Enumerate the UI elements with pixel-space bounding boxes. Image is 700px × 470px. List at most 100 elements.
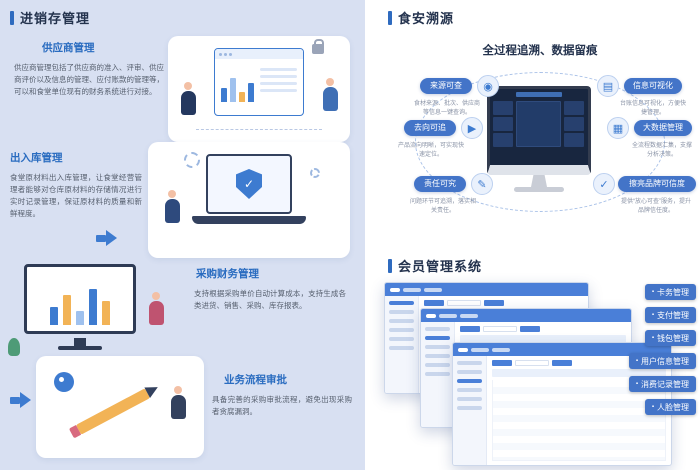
approval-illustration [36,356,204,458]
admin-window-header [385,283,588,296]
monitor-base [514,187,564,192]
trace-member-panel: 食安溯源 全过程追溯、数据留痕 来源可查 ◉ 食材来源、批次、供应商等信息一键查… [365,0,700,470]
admin-toolbar [492,360,666,366]
feature-payment-management: ▪ 支付管理 [644,307,696,323]
trace-pill-responsibility: 责任可究 [414,176,466,192]
page-title: 进销存管理 [20,11,91,26]
feature-label: 支付管理 [657,310,689,320]
feature-face-management: ▪ 人脸管理 [644,399,696,415]
flow-arrow-icon: ▶ [461,117,483,139]
trace-subtitle: 全过程追溯、数据留痕 [482,45,598,57]
admin-toolbar [424,300,583,306]
admin-toolbar [460,326,626,332]
supplier-illustration [168,36,350,142]
laptop-base [192,216,306,224]
table-rows [492,380,666,461]
arrow-right-icon [10,392,31,408]
laptop-screen [206,154,292,214]
feature-label: 钱包管理 [657,333,689,343]
person-figure [170,386,186,419]
lock-icon [312,39,324,54]
section-body-finance: 支持根据采购单价自动计算成本，支持生成各类进货、销售、采购、库存报表。 [194,289,346,310]
section-body-approval: 具备完善的采购审批流程，避免出现采购者贪腐漏洞。 [212,395,352,416]
monitor-chart [24,264,136,334]
check-badge-icon: ✓ [593,173,615,195]
title-bar-accent [388,10,392,25]
section-body-warehouse: 食堂原材料出入库管理，让食堂经营管理者能够对仓库原材料的存储情况进行实时记录管理… [10,173,142,218]
trace-desc-bigdata: 全流程数据汇集，支撑分析决策。 [631,143,692,158]
trace-title: 食安溯源 [388,8,454,27]
text-lines-decor [260,64,297,102]
person-figure [148,292,164,325]
section-heading-finance: 采购财务管理 [196,268,259,280]
dashboard-map-panel [516,101,561,147]
table-header [492,369,666,377]
section-heading-approval: 业务流程审批 [224,374,287,386]
trace-desc-destination: 产品流向明晰，可实现快速定位。 [398,143,465,158]
admin-sidebar [385,296,419,393]
security-shield-icon [236,169,262,199]
face-icon: ▪ [651,404,654,410]
feature-label: 卡务管理 [657,287,689,297]
source-search-icon: ◉ [477,75,499,97]
monitor-stand [531,175,547,187]
arrow-right-icon [96,230,117,246]
dashboard-monitor [487,86,591,175]
table-header [460,335,626,343]
window-controls [215,49,303,59]
warehouse-illustration [148,142,350,258]
feature-card-management: ▪ 卡务管理 [644,284,696,300]
monitor-base [58,346,102,350]
browser-window-illustration [214,48,304,116]
trace-desc-brand: 提供“放心可查”服务，提升品牌信任度。 [621,199,691,214]
trace-pill-destination: 去向可追 [404,120,456,136]
inventory-title: 进销存管理 [10,8,90,27]
inventory-panel: 进销存管理 供应商管理 供应商管理包括了供应商的准入、评审、供应商评价以及信息的… [0,0,365,470]
title-bar-accent [388,258,392,273]
member-title: 会员管理系统 [388,256,482,275]
palette-icon [54,372,74,392]
bar-chart-icon [221,64,254,102]
gear-icon [310,168,320,178]
person-figure [322,78,338,111]
wallet-icon: ▪ [651,335,654,341]
admin-sidebar [453,356,487,465]
pen-icon: ✎ [471,173,493,195]
feature-label: 用户信息管理 [641,356,689,366]
member-section-title: 会员管理系统 [398,259,483,274]
section-heading-supplier: 供应商管理 [42,42,95,54]
feature-consumption-records: ▪ 消费记录管理 [628,376,696,392]
feature-user-info-management: ▪ 用户信息管理 [628,353,696,369]
feature-label: 人脸管理 [657,402,689,412]
payment-icon: ▪ [651,312,654,318]
finance-illustration [6,256,188,364]
trace-pill-visualization: 信息可视化 [624,78,682,94]
trace-section-title: 食安溯源 [398,11,455,26]
feature-label: 消费记录管理 [641,379,689,389]
feature-wallet-management: ▪ 钱包管理 [644,330,696,346]
plant-decor [8,338,20,356]
section-heading-warehouse: 出入库管理 [10,152,63,164]
list-icon: ▤ [597,75,619,97]
person-figure [164,190,180,223]
pencil-icon [75,388,151,435]
gear-icon [184,152,200,168]
dashboard-title-strip [516,92,562,97]
trace-pill-source: 来源可查 [420,78,472,94]
card-icon: ▪ [651,289,654,295]
trace-desc-source: 食材来源、批次、供应商等信息一键查询。 [413,101,480,116]
admin-sidebar [421,322,455,427]
dashed-ring-connector [415,72,665,212]
admin-window-header [453,343,671,356]
dashed-connector [196,129,322,130]
trace-pill-brand: 擦亮品牌可信度 [618,176,696,192]
trace-desc-visualization: 台账信息可视化，方便快捷管理。 [620,101,687,116]
person-figure [180,82,196,115]
grid-data-icon: ▦ [607,117,629,139]
user-icon: ▪ [635,358,638,364]
records-icon: ▪ [635,381,638,387]
monitor-stand [74,338,86,346]
admin-window-header [421,309,631,322]
trace-desc-responsibility: 问题环节可追溯，落实相关责任。 [409,199,476,214]
